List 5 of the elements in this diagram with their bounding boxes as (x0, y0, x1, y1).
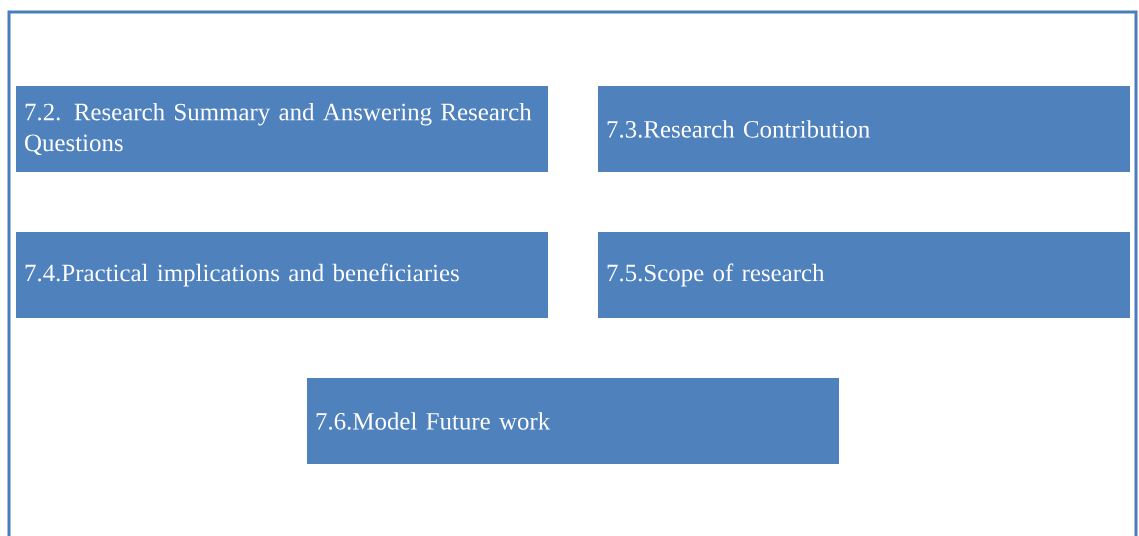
section-box: 7.6.Model Future work (307, 378, 839, 464)
section-box: 7.5.Scope of research (598, 232, 1130, 318)
section-box: 7.2. Research Summary and Answering Research Questions (16, 86, 548, 172)
section-box: 7.3.Research Contribution (598, 86, 1130, 172)
section-box: 7.4.Practical implications and beneficiaries (16, 232, 548, 318)
